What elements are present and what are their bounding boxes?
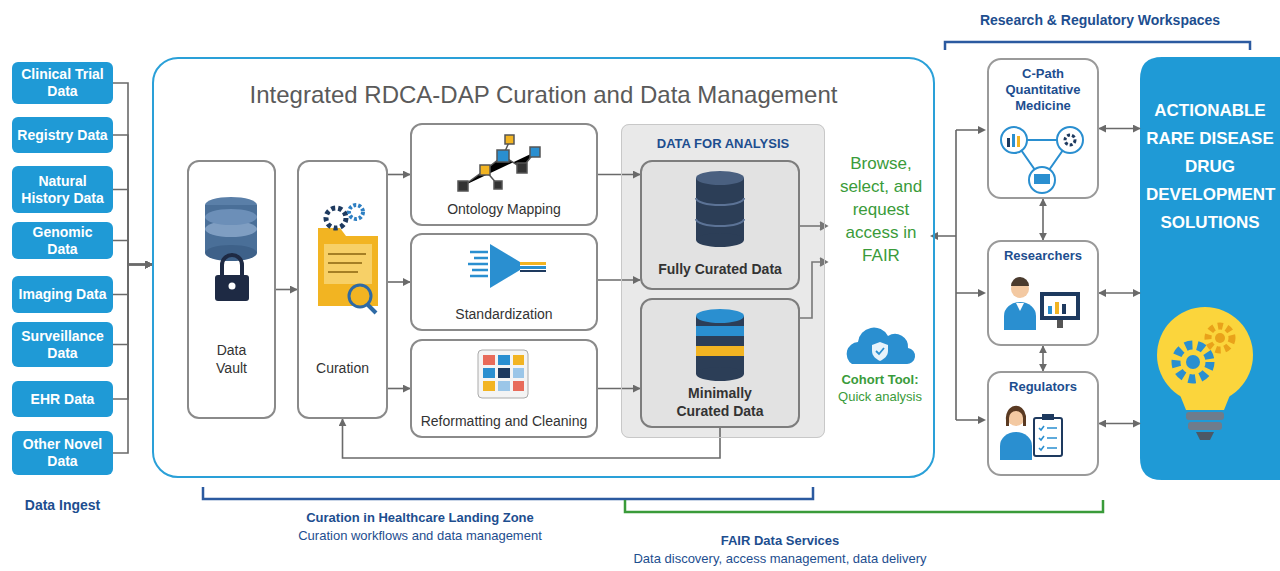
solutions-panel: ACTIONABLE RARE DISEASE DRUG DEVELOPMENT…	[1140, 57, 1280, 480]
connector-arrow	[113, 265, 152, 454]
grid-icon	[478, 350, 528, 398]
node-text: Imaging Data	[19, 286, 107, 303]
source-box: Imaging Data	[12, 276, 113, 313]
source-box: Other Novel Data	[12, 431, 113, 475]
connector-arrow	[113, 83, 152, 265]
node-text: Genomic Data	[16, 224, 109, 258]
node-text: Integrated RDCA-DAP Curation and Data Ma…	[250, 81, 838, 109]
tool-note: Quick analysis	[830, 389, 930, 405]
database-lock-icon	[205, 197, 257, 301]
connector-arrow	[598, 174, 640, 176]
node-text: Researchers	[1004, 248, 1082, 264]
node-text: Registry Data	[17, 127, 107, 144]
node-text: Fully Curated Data	[658, 260, 782, 278]
researcher-icon	[1004, 277, 1080, 330]
connector-arrow	[1042, 346, 1044, 371]
regulator-icon	[1000, 406, 1062, 460]
connector-arrow	[276, 289, 297, 291]
connector-arrow	[1099, 128, 1140, 130]
connector-arrow	[388, 174, 410, 176]
curation-icon	[318, 205, 378, 313]
node-text: Regulators	[1009, 379, 1077, 395]
section-label: Data Ingest	[12, 497, 113, 513]
data-box: Fully Curated Data	[640, 160, 800, 290]
connector-arrow	[598, 388, 640, 390]
lightbulb-icon	[1157, 307, 1253, 440]
data-panel: DATA FOR ANALYSIS Fully Curated DataMinim…	[621, 124, 825, 438]
process-box: Standardization	[410, 233, 598, 331]
connector-arrow	[388, 388, 410, 390]
process-box: Ontology Mapping	[410, 123, 598, 226]
workspace-box: Researchers	[987, 240, 1099, 346]
cloud-icon	[847, 328, 915, 364]
section-label: Curation in Healthcare Landing Zone	[220, 510, 620, 525]
connector-arrow	[1042, 199, 1044, 240]
source-box: Natural History Data	[12, 166, 113, 213]
section-label: Research & Regulatory Workspaces	[950, 12, 1250, 28]
source-box: Surveillance Data	[12, 322, 113, 367]
node-text: ACTIONABLE RARE DISEASE DRUG DEVELOPMENT…	[1146, 97, 1274, 237]
node-text: Other Novel Data	[16, 436, 109, 470]
connector-arrow	[113, 265, 152, 295]
database-icon	[696, 309, 744, 381]
source-box: Clinical Trial Data	[12, 62, 113, 104]
node-text: Natural History Data	[16, 173, 109, 207]
note-text: Browse, select, and request access in FA…	[832, 152, 930, 267]
connector-arrow	[113, 135, 152, 265]
connector-arrow	[1099, 423, 1140, 425]
process-box: Curation	[297, 160, 388, 419]
connector-arrow	[388, 281, 410, 283]
connector-arrow	[113, 265, 152, 345]
section-label: FAIR Data Services	[560, 533, 1000, 548]
node-text: Ontology Mapping	[447, 200, 561, 218]
connector-arrow	[598, 279, 640, 281]
database-icon	[696, 171, 744, 247]
workspace-box: C-Path Quantitative Medicine	[987, 58, 1099, 199]
source-box: Registry Data	[12, 117, 113, 153]
section-note: Curation workflows and data management	[220, 528, 620, 543]
node-text: Reformatting and Cleaning	[421, 412, 588, 430]
workspace-box: Regulators	[987, 371, 1099, 476]
node-text: EHR Data	[31, 391, 95, 408]
process-box: Data Vault	[187, 160, 276, 419]
node-text: DATA FOR ANALYSIS	[657, 136, 789, 151]
node-text: Surveillance Data	[16, 328, 109, 362]
node-text: Standardization	[455, 305, 552, 323]
analytics-icon	[1001, 127, 1083, 193]
connector-arrow	[1099, 292, 1140, 294]
connector-arrow	[113, 190, 152, 265]
tool-label: Cohort Tool:	[830, 372, 930, 387]
node-text: Curation	[316, 359, 369, 377]
funnel-icon	[468, 244, 546, 288]
connector-arrow	[113, 265, 152, 400]
section-note: Data discovery, access management, data …	[540, 551, 1020, 566]
ontology-network-icon	[458, 135, 540, 191]
process-box: Reformatting and Cleaning	[410, 339, 598, 438]
source-box: Genomic Data	[12, 222, 113, 259]
node-text: Clinical Trial Data	[16, 66, 109, 100]
node-text: C-Path Quantitative Medicine	[993, 66, 1093, 114]
node-text: Minimally Curated Data	[665, 384, 775, 420]
node-text: Data Vault	[210, 341, 254, 377]
source-box: EHR Data	[12, 381, 113, 417]
platform-container: Integrated RDCA-DAP Curation and Data Ma…	[152, 57, 935, 478]
connector-arrow	[113, 241, 152, 265]
data-box: Minimally Curated Data	[640, 298, 800, 428]
